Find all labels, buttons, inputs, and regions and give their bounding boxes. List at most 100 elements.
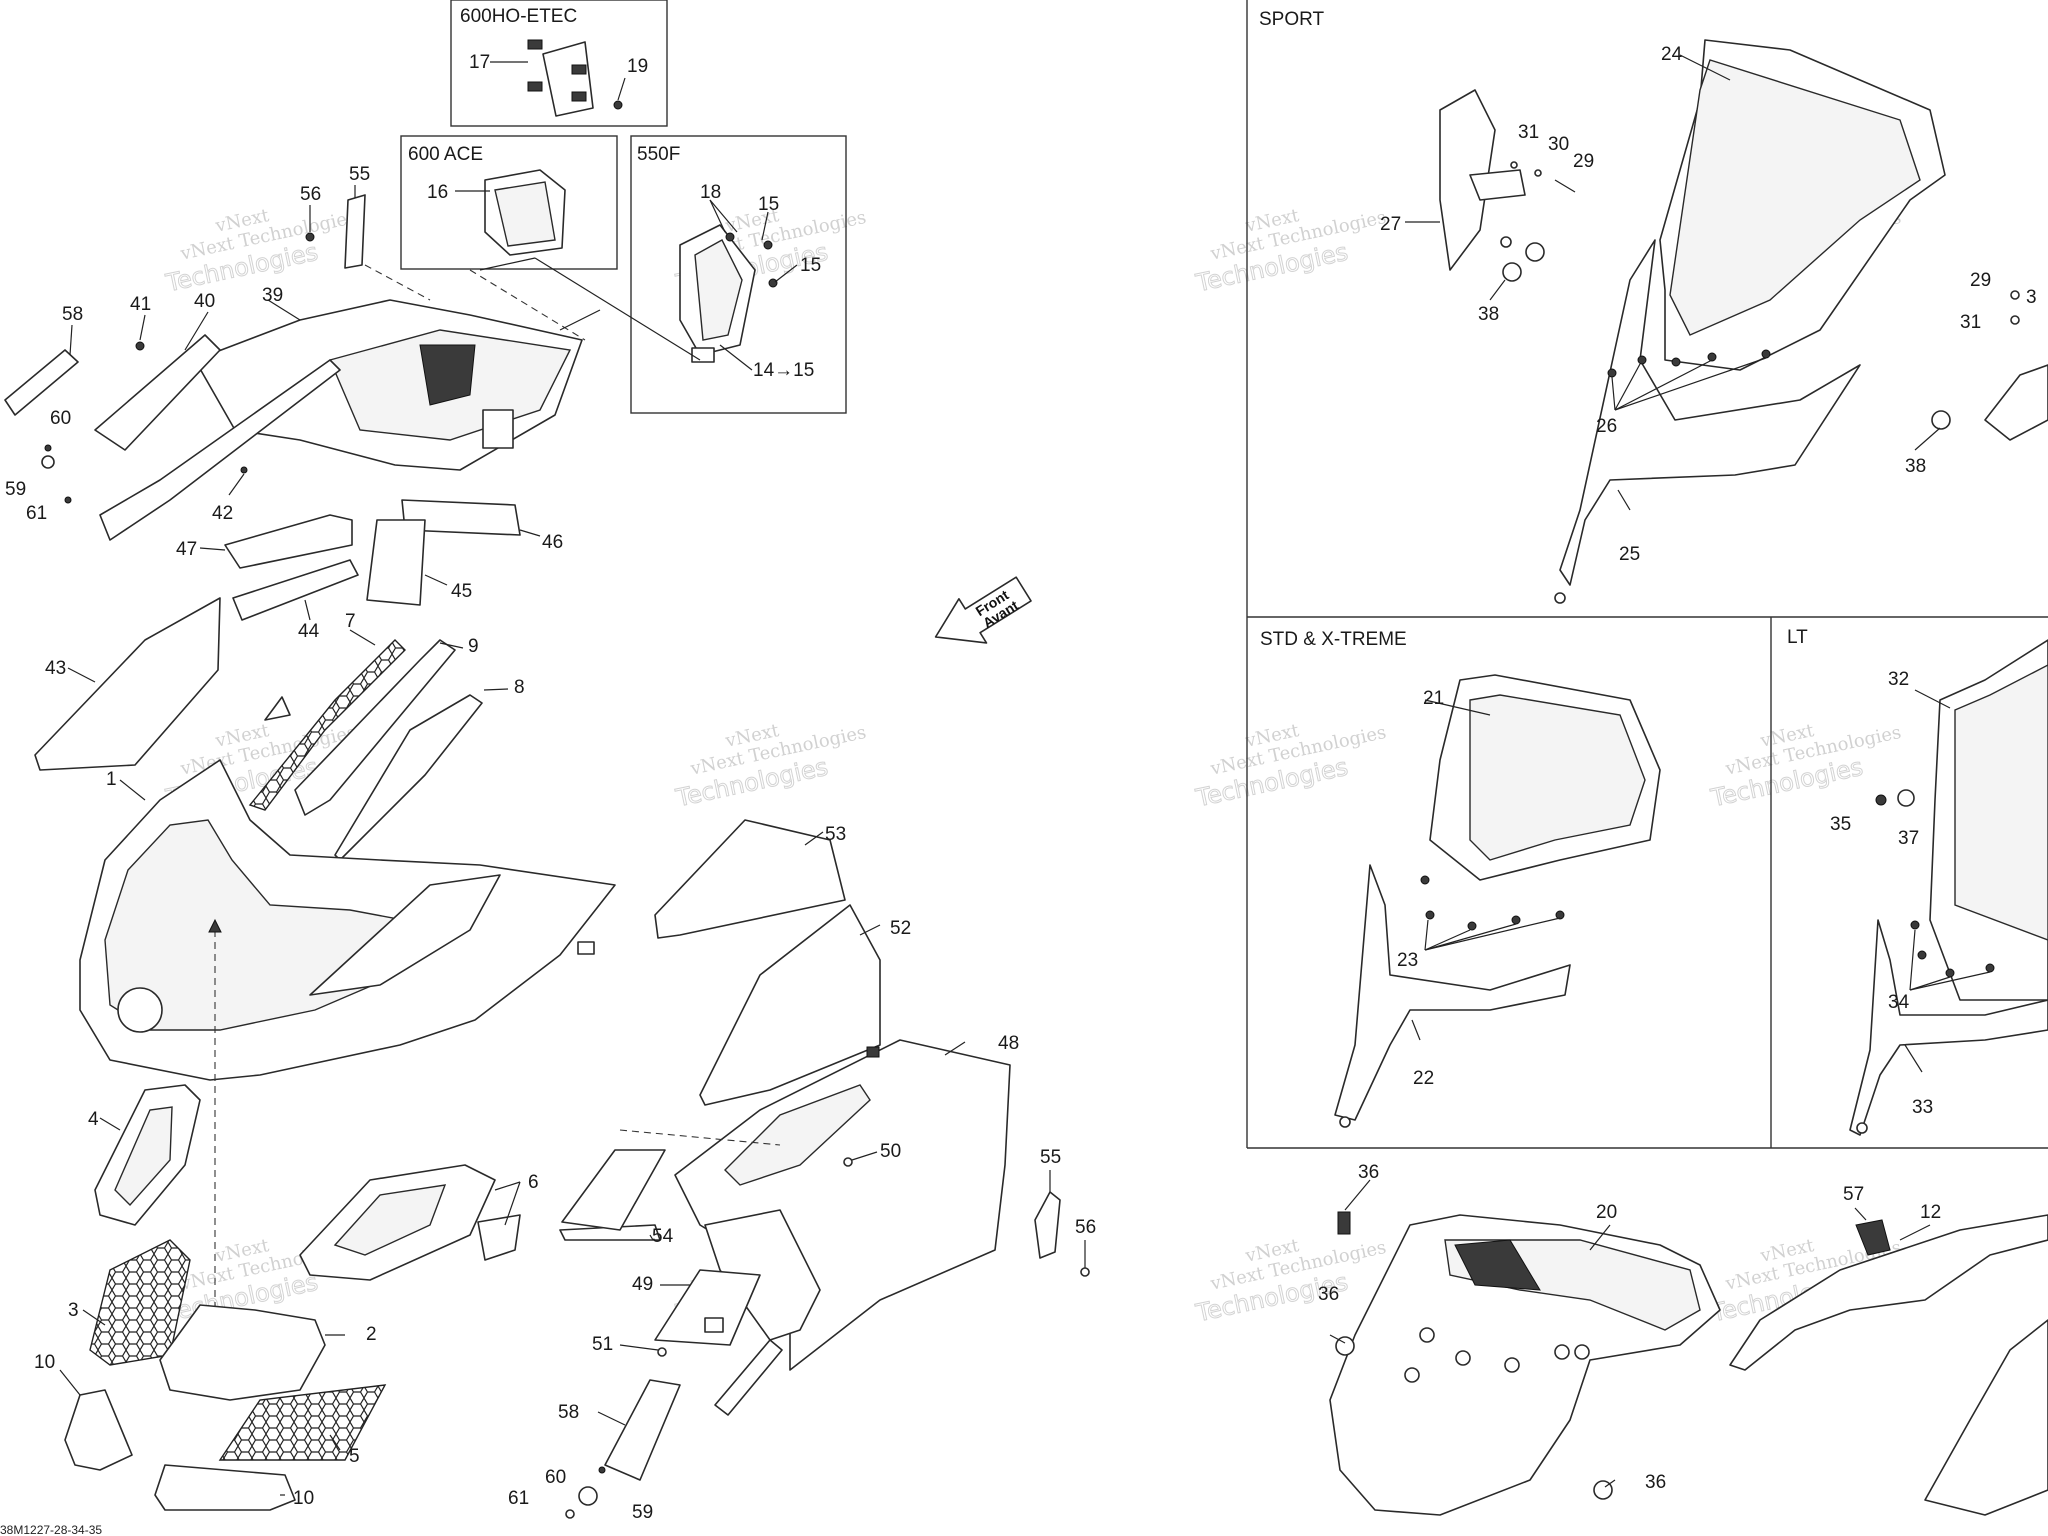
leader <box>1909 971 1991 991</box>
part-26-nut <box>1707 352 1717 362</box>
leader <box>1489 279 1506 301</box>
callout-17: 17 <box>469 52 490 73</box>
callout-25: 25 <box>1619 544 1640 565</box>
part-17-bracket <box>542 41 594 117</box>
callout-31b: 31 <box>1960 312 1981 333</box>
part-29-screw <box>1554 179 1576 193</box>
clip <box>571 91 587 102</box>
part-52-panel <box>699 904 881 1106</box>
part-25-fairing <box>1559 239 1861 586</box>
callout-35: 35 <box>1830 814 1851 835</box>
part-40-strip <box>99 359 341 541</box>
callout-22: 22 <box>1413 1068 1434 1089</box>
callout-48: 48 <box>998 1033 1019 1054</box>
part-45-cover <box>366 519 426 606</box>
leader <box>59 1369 81 1396</box>
console-hole <box>1455 1350 1471 1366</box>
callout-50: 50 <box>880 1141 901 1162</box>
part-10-pad-2 <box>154 1464 296 1511</box>
part-61-nut <box>64 496 72 504</box>
leader <box>619 1344 659 1351</box>
part-42-screw <box>240 466 248 474</box>
fastener <box>1554 592 1566 604</box>
leader <box>1909 929 1916 991</box>
part-51-screw <box>657 1347 667 1357</box>
f550-parts <box>679 199 798 371</box>
callout-9: 9 <box>468 636 479 657</box>
part-27-mount-cut <box>1984 364 2048 441</box>
callout-51: 51 <box>592 1334 613 1355</box>
part-5-grille <box>218 1384 387 1461</box>
hood-tab <box>577 941 595 955</box>
panel-600ho-etec <box>450 0 668 127</box>
callout-39: 39 <box>262 285 283 306</box>
part-49-tab <box>704 1317 724 1333</box>
leader <box>519 529 541 537</box>
part-49-strip <box>714 1339 783 1416</box>
leader <box>1424 917 1561 951</box>
part-36-grommet <box>1335 1336 1355 1356</box>
console-hole <box>1554 1344 1570 1360</box>
part-41-screw <box>135 341 145 351</box>
lower-left-parts <box>59 1084 521 1511</box>
part-31-washer <box>1510 161 1518 169</box>
part-35-screw <box>1875 794 1887 806</box>
callout-47: 47 <box>176 539 197 560</box>
part-27-arm <box>1469 169 1526 201</box>
callout-46: 46 <box>542 532 563 553</box>
leader <box>944 1041 966 1056</box>
callout-34: 34 <box>1888 992 1910 1013</box>
section-title-ace: 600 ACE <box>408 144 483 165</box>
part-23-nut <box>1511 915 1521 925</box>
etec-parts <box>490 39 626 117</box>
leader <box>1604 1479 1616 1488</box>
console-window <box>419 344 476 406</box>
leader <box>439 642 464 649</box>
part-55-bracket-lower <box>1034 1191 1061 1259</box>
leader <box>761 211 769 241</box>
callout-58b: 58 <box>558 1402 579 1423</box>
part-37-grommet <box>1897 789 1915 807</box>
callout-61b: 61 <box>508 1488 529 1509</box>
assembly-line <box>364 264 431 301</box>
headlight <box>117 987 163 1033</box>
panel-550f <box>630 135 847 414</box>
drawing-code: 38M1227-28-34-35 <box>0 1523 102 1536</box>
section-title-etec: 600HO-ETEC <box>460 6 577 27</box>
leader <box>267 299 301 321</box>
callout-23: 23 <box>1397 950 1418 971</box>
callout-40: 40 <box>194 291 215 312</box>
part-20-vent <box>1454 1239 1541 1291</box>
leader <box>1617 489 1631 511</box>
callout-26: 26 <box>1596 416 1617 437</box>
callout-6: 6 <box>528 1172 539 1193</box>
leader <box>67 667 96 683</box>
leader <box>649 1234 654 1241</box>
part-23-nut <box>1425 910 1435 920</box>
callout-12: 12 <box>1920 1202 1941 1223</box>
leader <box>1914 427 1941 451</box>
leader <box>1589 1224 1611 1251</box>
ace-parts <box>455 169 566 256</box>
leader <box>597 1411 626 1426</box>
part-26-nut <box>1637 355 1647 365</box>
callout-21: 21 <box>1423 688 1444 709</box>
leader <box>709 199 726 233</box>
part-47-trim <box>224 514 353 569</box>
callout-38b: 38 <box>1905 456 1926 477</box>
part-38-grommet-2 <box>1931 410 1951 430</box>
callout-52: 52 <box>890 918 911 939</box>
callout-49: 49 <box>632 1274 653 1295</box>
leader <box>228 473 245 496</box>
leader <box>859 924 881 936</box>
callout-3-cut: 3 <box>2026 287 2037 308</box>
leader <box>1614 363 1641 411</box>
callout-43: 43 <box>45 658 66 679</box>
section-title-550f: 550F <box>637 144 680 165</box>
leader <box>1424 919 1429 951</box>
callout-7: 7 <box>345 611 356 632</box>
leader <box>851 1151 878 1161</box>
part-38-grommet <box>1502 262 1522 282</box>
leader <box>1424 699 1491 716</box>
part-26-nut <box>1607 368 1617 378</box>
